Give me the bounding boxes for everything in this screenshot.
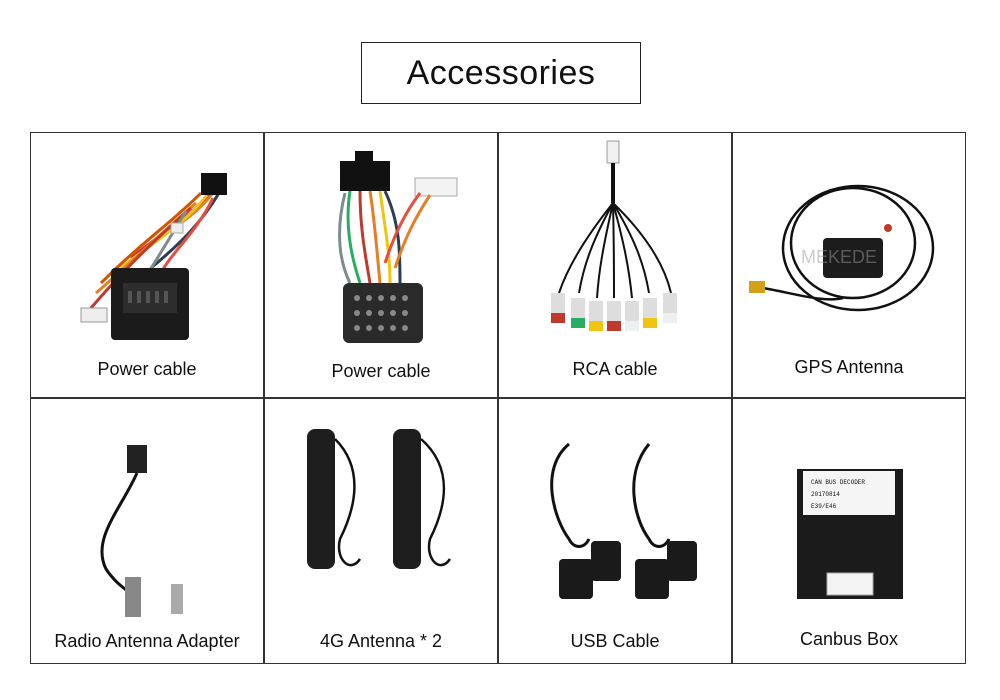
- accessory-card-power-cable-1: Power cable: [30, 132, 264, 398]
- accessory-label: GPS Antenna: [794, 357, 904, 377]
- accessory-card-canbus-box: CAN BUS DECODER 20170814 E39/E46 Canbus …: [732, 398, 966, 664]
- gps-antenna-icon: MEKEDE: [749, 184, 935, 312]
- page-title: Accessories: [406, 53, 596, 92]
- accessory-label: USB Cable: [570, 631, 660, 651]
- power-cable-quadlock-icon: [80, 173, 227, 340]
- 4g-antenna-icon: [307, 429, 452, 569]
- accessory-label: Radio Antenna Adapter: [54, 631, 240, 651]
- page-title-box: Accessories: [361, 42, 641, 104]
- accessory-card-power-cable-2: Power cable: [264, 132, 498, 398]
- accessory-label: RCA cable: [572, 359, 658, 379]
- canbus-box-text-2: 20170814: [811, 491, 840, 498]
- rca-cable-icon: [551, 140, 677, 331]
- accessory-card-rca-cable: RCA cable: [498, 132, 732, 398]
- canbus-box-text-1: CAN BUS DECODER: [811, 479, 865, 486]
- canbus-box-icon: CAN BUS DECODER 20170814 E39/E46: [797, 469, 903, 599]
- accessory-card-gps-antenna: MEKEDE GPS Antenna: [732, 132, 966, 398]
- usb-cable-icon: [550, 442, 697, 599]
- gps-watermark: MEKEDE: [801, 247, 877, 267]
- accessory-label: 4G Antenna * 2: [319, 631, 443, 651]
- radio-antenna-adapter-icon: [100, 445, 183, 617]
- accessory-card-4g-antenna: 4G Antenna * 2: [264, 398, 498, 664]
- accessory-card-radio-antenna-adapter: Radio Antenna Adapter: [30, 398, 264, 664]
- accessories-grid: Power cable Power cab: [30, 132, 966, 664]
- accessory-label: Power cable: [97, 359, 197, 379]
- accessory-card-usb-cable: USB Cable: [498, 398, 732, 664]
- accessory-label: Power cable: [331, 361, 431, 381]
- canbus-box-text-3: E39/E46: [811, 503, 837, 510]
- power-cable-round-connector-icon: [338, 151, 458, 343]
- accessory-label: Canbus Box: [799, 629, 899, 649]
